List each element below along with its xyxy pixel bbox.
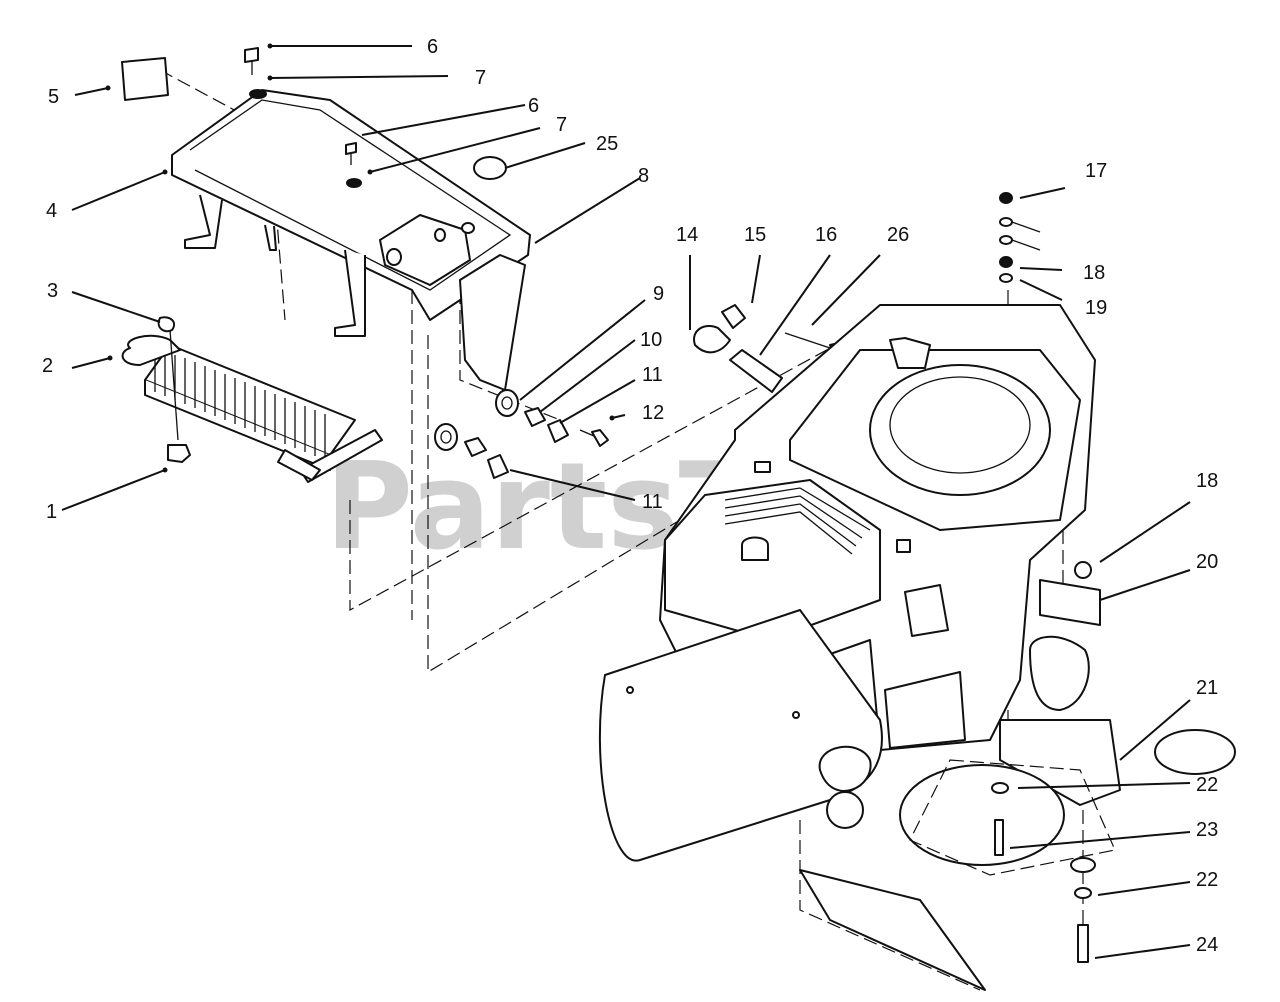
oil-cooler [121, 316, 383, 483]
callout-7b: 7 [556, 114, 567, 136]
callout-6a: 6 [427, 36, 438, 58]
hardware-stack [434, 389, 609, 479]
callout-4: 4 [46, 200, 57, 222]
right-hardware-stack [999, 192, 1041, 283]
leader-lines [61, 43, 1191, 959]
hood-panel [121, 47, 531, 391]
callout-labels: 1 2 3 4 5 6 7 6 7 25 8 14 15 16 26 9 10 … [42, 36, 1218, 956]
callout-10: 10 [640, 329, 662, 351]
callout-8: 8 [638, 165, 649, 187]
callout-26: 26 [887, 224, 909, 246]
callout-20: 20 [1196, 551, 1218, 573]
callout-9: 9 [653, 283, 664, 305]
callout-24: 24 [1196, 934, 1218, 956]
callout-23: 23 [1196, 819, 1218, 841]
callout-22a: 22 [1196, 774, 1218, 796]
callout-6b: 6 [528, 95, 539, 117]
callout-12: 12 [642, 402, 664, 424]
callout-11b: 11 [642, 491, 663, 513]
callout-15: 15 [744, 224, 766, 246]
callout-11a: 11 [642, 364, 663, 386]
callout-5: 5 [48, 86, 59, 108]
muffler [598, 609, 883, 862]
callout-3: 3 [47, 280, 58, 302]
callout-18b: 18 [1196, 470, 1218, 492]
callout-18a: 18 [1083, 262, 1105, 284]
callout-25: 25 [596, 133, 618, 155]
callout-22b: 22 [1196, 869, 1218, 891]
callout-1: 1 [46, 501, 57, 523]
callout-2: 2 [42, 355, 53, 377]
callout-17: 17 [1085, 160, 1107, 182]
mounting-plate [799, 729, 1236, 991]
callout-16: 16 [815, 224, 837, 246]
callout-19: 19 [1085, 297, 1107, 319]
callout-14: 14 [676, 224, 698, 246]
callout-7a: 7 [475, 67, 486, 89]
callout-21: 21 [1196, 677, 1218, 699]
